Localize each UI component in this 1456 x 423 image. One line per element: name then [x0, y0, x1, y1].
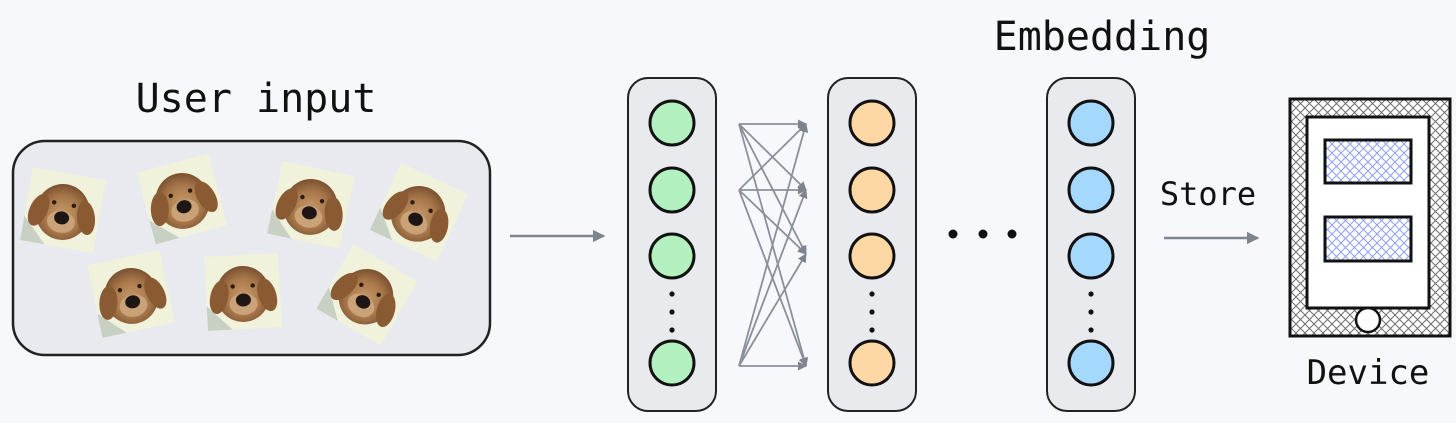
input-layer [627, 77, 717, 412]
neuron-node [648, 339, 696, 387]
neuron-node [848, 232, 896, 280]
vertical-ellipsis-dot [1088, 291, 1094, 297]
vertical-ellipsis-dot [1088, 309, 1094, 315]
dog-photo-group [20, 153, 469, 346]
device-home-button [1354, 306, 1382, 334]
connection-edge [738, 189, 808, 367]
neuron-node [1067, 99, 1115, 147]
connection-edge [738, 123, 809, 367]
user-input-panel [11, 139, 492, 357]
layer-ellipsis [948, 229, 1017, 239]
vertical-ellipsis-dot [669, 309, 675, 315]
dog-photo [136, 153, 228, 245]
dog-nose [176, 200, 192, 214]
neuron-node [848, 166, 896, 214]
neuron-node [848, 339, 896, 387]
dog-photo [369, 162, 469, 262]
dog-nose [235, 293, 251, 307]
ellipsis-dot [978, 229, 988, 239]
dog-photo [316, 244, 418, 346]
neuron-node [648, 99, 696, 147]
dog-nose [301, 206, 317, 220]
user-input-title: User input [136, 76, 377, 122]
connection-edge [738, 253, 807, 367]
hidden-layer [827, 77, 917, 412]
vertical-ellipsis-dot [1088, 327, 1094, 333]
connection-edge [738, 123, 807, 191]
device-storage-block [1323, 138, 1413, 185]
vertical-ellipsis-dot [869, 291, 875, 297]
dog-photo [267, 161, 355, 249]
device-storage-block [1323, 215, 1413, 263]
ellipsis-dot [948, 229, 958, 239]
neuron-node [1067, 339, 1115, 387]
neuron-node [1067, 232, 1115, 280]
dog-photo [20, 167, 106, 253]
connection-edge [738, 189, 807, 255]
dog-nose [408, 212, 423, 226]
dog-photo [204, 253, 282, 331]
neuron-node [648, 232, 696, 280]
device-icon [1288, 97, 1452, 338]
dog-nose [125, 295, 141, 309]
connection-edges [738, 119, 809, 371]
vertical-ellipsis-dot [669, 327, 675, 333]
neuron-node [848, 99, 896, 147]
device-label: Device [1307, 353, 1430, 393]
vertical-ellipsis-dot [869, 309, 875, 315]
ellipsis-dot [1007, 229, 1017, 239]
embedding-title: Embedding [994, 14, 1211, 60]
dog-nose [54, 211, 70, 225]
vertical-ellipsis-dot [869, 327, 875, 333]
dog-photo [87, 250, 175, 338]
dog-nose [355, 295, 371, 309]
neuron-node [1067, 166, 1115, 214]
neuron-node [648, 166, 696, 214]
vertical-ellipsis-dot [669, 291, 675, 297]
store-label: Store [1160, 175, 1256, 213]
network-layers [627, 77, 1136, 412]
embedding-layer [1046, 77, 1136, 412]
connection-edge [738, 123, 807, 255]
